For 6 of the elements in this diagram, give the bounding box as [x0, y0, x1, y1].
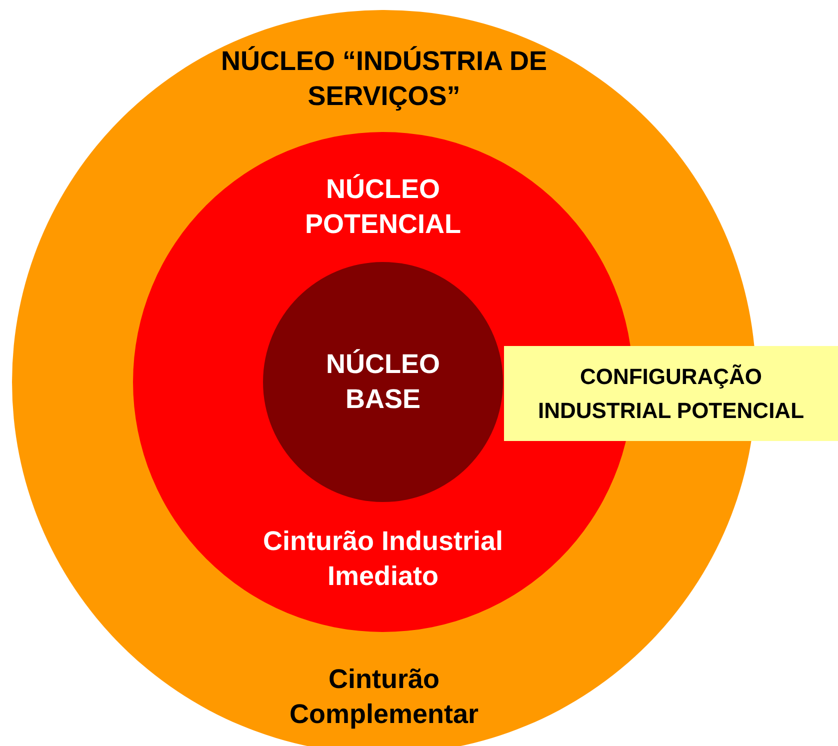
core-heading: NÚCLEO BASE — [325, 348, 441, 416]
ring-heading: NÚCLEO “INDÚSTRIA DE SERVIÇOS” — [220, 45, 548, 113]
ring-label: Cinturão Complementar — [288, 663, 480, 731]
label-box: CONFIGURAÇÃO INDUSTRIAL POTENCIAL — [504, 346, 838, 441]
ring-label: Cinturão Industrial Imediato — [262, 525, 504, 593]
ring-heading: NÚCLEO POTENCIAL — [304, 173, 462, 241]
